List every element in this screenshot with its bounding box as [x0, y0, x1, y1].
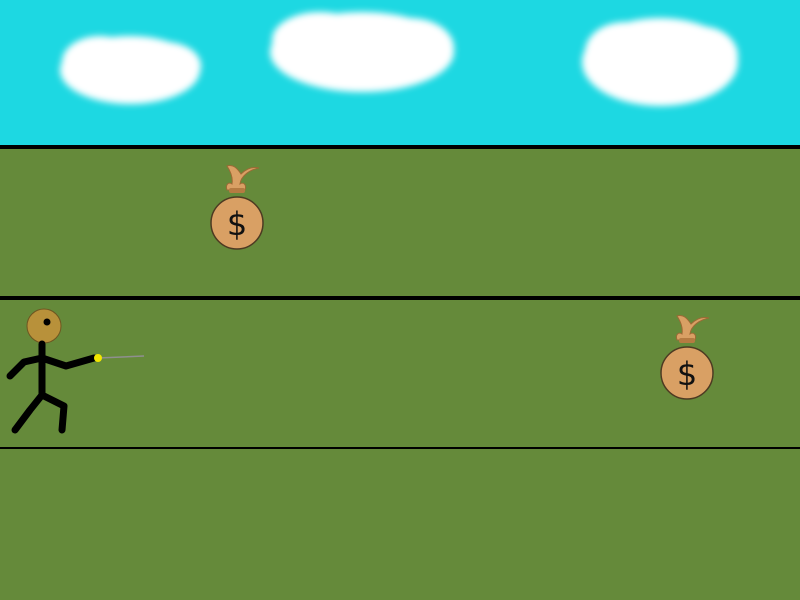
lane-line-bottom	[0, 447, 800, 449]
player-graphic	[6, 308, 145, 434]
money-bag-symbol: $	[677, 355, 697, 393]
cloud-right	[582, 18, 738, 106]
lane-line-top	[0, 145, 800, 149]
lane-line-middle	[0, 296, 800, 300]
wand-tip	[94, 354, 102, 362]
player-body	[6, 340, 98, 434]
player-head	[26, 308, 62, 344]
wand	[97, 355, 145, 359]
money-bag-icon[interactable]: $	[205, 160, 269, 254]
player-stick-figure[interactable]	[0, 300, 150, 445]
cloud-left	[60, 36, 201, 104]
cloud-middle	[270, 12, 454, 92]
player-eye	[43, 318, 51, 326]
clouds-layer	[60, 12, 738, 106]
money-bag-graphic: $	[210, 165, 264, 250]
money-bag-symbol: $	[227, 205, 247, 243]
money-bag-icon[interactable]: $	[655, 310, 719, 404]
money-bag-graphic: $	[660, 315, 714, 400]
